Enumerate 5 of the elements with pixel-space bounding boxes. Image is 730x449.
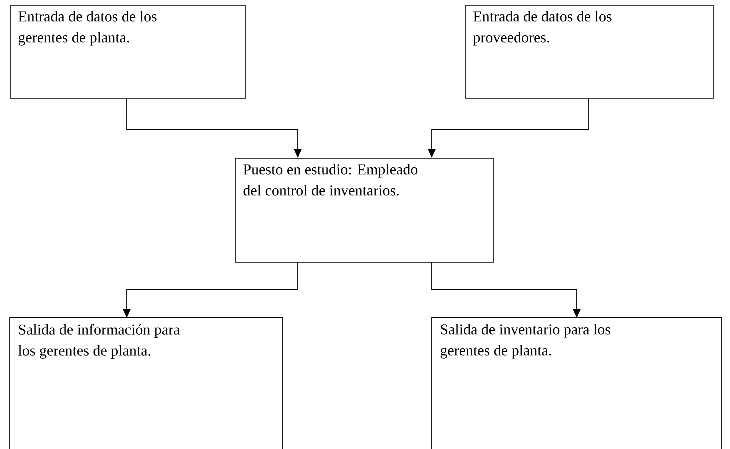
process-box: Salida de información para los gerentes de planta. bbox=[10, 318, 284, 449]
process-box: Entrada de datos de los gerentes de planta. bbox=[10, 5, 246, 99]
process-box: Puesto en estudio: Empleado del control de inventarios. bbox=[235, 158, 494, 263]
process-box: Salida de inventario para los gerentes de planta. bbox=[432, 318, 722, 449]
process-box: Entrada de datos de los proveedores. bbox=[465, 5, 714, 99]
